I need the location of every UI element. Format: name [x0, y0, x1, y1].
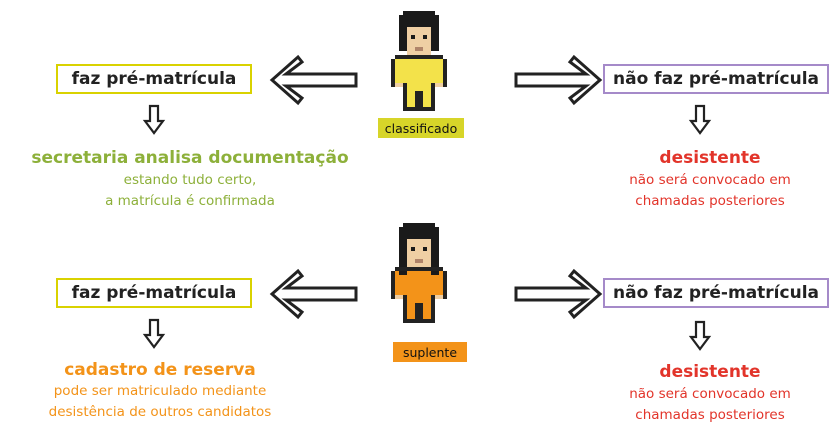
pixel-character-icon	[391, 222, 447, 336]
hollow-arrow-down-icon	[142, 318, 166, 349]
bottom-left-outcome-title: cadastro de reserva	[64, 360, 256, 380]
hollow-arrow-left-icon	[269, 54, 358, 106]
top-right-outcome-description: não será convocado em chamadas posterior…	[629, 172, 791, 209]
hollow-arrow-down-icon	[142, 104, 166, 135]
hollow-arrow-right-icon	[514, 268, 603, 320]
hollow-arrow-down-icon	[688, 104, 712, 135]
top-right-nao-prematricula-box: não faz pré-matrícula	[603, 64, 829, 94]
top-left-box-label: faz pré-matrícula	[71, 69, 237, 89]
bottom-left-outcome-description: pode ser matriculado mediante desistênci…	[48, 383, 272, 420]
top-left-prematricula-box: faz pré-matrícula	[56, 64, 252, 94]
top-left-outcome-title: secretaria analisa documentação	[31, 148, 349, 168]
hollow-arrow-left-icon	[269, 268, 358, 320]
top-right-box-label: não faz pré-matrícula	[613, 69, 819, 89]
hollow-arrow-down-icon	[688, 320, 712, 351]
hollow-arrow-right-icon	[514, 54, 603, 106]
classificado-label: classificado	[378, 118, 464, 138]
pixel-character-icon	[391, 10, 447, 124]
bottom-right-outcome-description: não será convocado em chamadas posterior…	[629, 386, 791, 423]
top-left-outcome-description: estando tudo certo, a matrícula é confir…	[105, 172, 275, 209]
bottom-right-outcome-title: desistente	[659, 362, 761, 382]
bottom-right-nao-prematricula-box: não faz pré-matrícula	[603, 278, 829, 308]
bottom-left-prematricula-box: faz pré-matrícula	[56, 278, 252, 308]
bottom-right-box-label: não faz pré-matrícula	[613, 283, 819, 303]
top-right-outcome-title: desistente	[659, 148, 761, 168]
suplente-label: suplente	[393, 342, 467, 362]
bottom-left-box-label: faz pré-matrícula	[71, 283, 237, 303]
